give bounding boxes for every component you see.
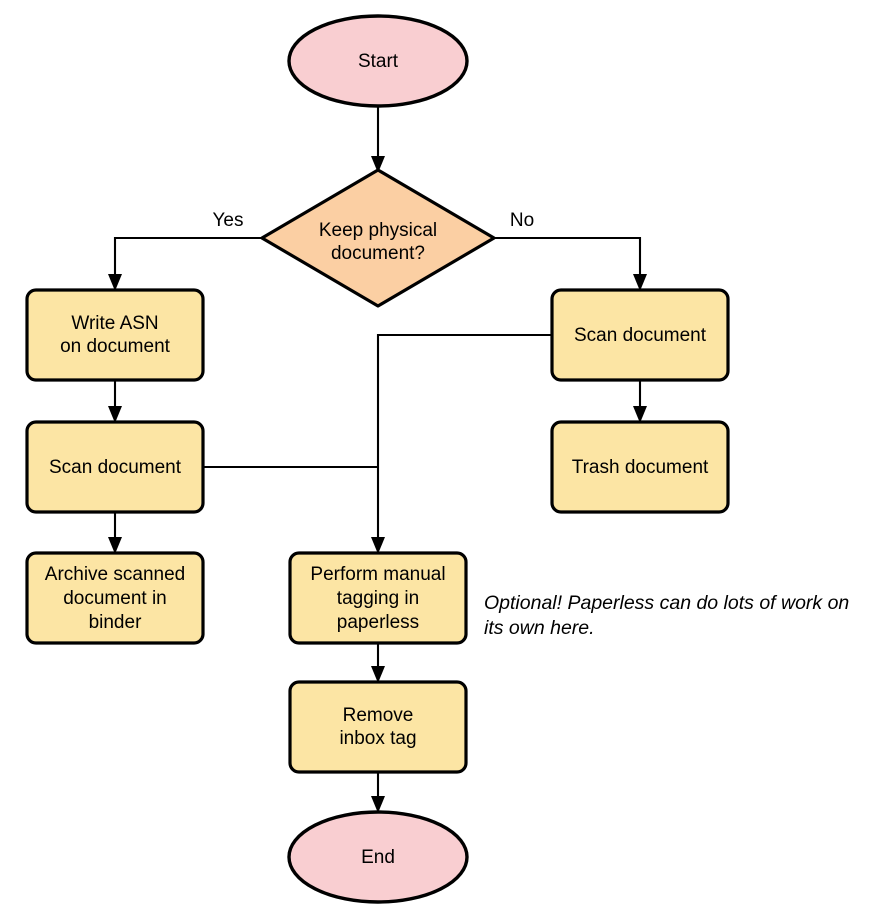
archive-label-line1: Archive scanned	[45, 564, 185, 585]
archive-label-line2: document in	[63, 588, 167, 609]
write-asn-label-line1: Write ASN	[71, 313, 158, 334]
start-label: Start	[358, 51, 399, 72]
edge-scan-right-to-trash	[633, 380, 647, 423]
edge-remove-to-end	[371, 772, 385, 813]
optional-note-line1: Optional! Paperless can do lots of work …	[484, 592, 849, 614]
edge-write-asn-to-scan-left	[108, 380, 122, 423]
trash-label: Trash document	[572, 457, 709, 478]
manual-tagging-label-line2: tagging in	[337, 588, 419, 609]
manual-tagging-box	[288, 551, 468, 645]
remove-inbox-label-line1: Remove	[343, 705, 414, 726]
node-end[interactable]: End	[287, 810, 469, 904]
decision-label-line1: Keep physical	[319, 220, 437, 241]
edge-scan-left-to-archive	[108, 512, 122, 554]
edge-decision-yes: Yes	[108, 210, 262, 291]
scan-left-box	[25, 420, 205, 514]
annotation-optional-note: Optional! Paperless can do lots of work …	[484, 592, 849, 639]
decision-diamond	[260, 168, 496, 308]
optional-note-line2: its own here.	[484, 617, 595, 639]
edge-start-to-decision	[371, 106, 385, 173]
archive-label-line3: binder	[89, 612, 142, 633]
archive-box	[25, 551, 205, 645]
scan-right-box	[550, 288, 730, 382]
scan-right-label: Scan document	[574, 325, 707, 346]
manual-tagging-label-line3: paperless	[337, 612, 419, 633]
edge-label-yes: Yes	[213, 210, 244, 231]
node-archive-scanned-document[interactable]: Archive scanned document in binder	[25, 551, 205, 645]
edge-label-no: No	[510, 210, 534, 231]
end-ellipse	[287, 810, 469, 904]
remove-inbox-box	[288, 680, 468, 774]
start-ellipse	[287, 14, 469, 108]
decision-label-line2: document?	[331, 243, 425, 264]
manual-tagging-label-line1: Perform manual	[310, 564, 445, 585]
node-trash-document[interactable]: Trash document	[550, 420, 730, 514]
scan-left-label: Scan document	[49, 457, 182, 478]
node-start[interactable]: Start	[287, 14, 469, 108]
remove-inbox-label-line2: inbox tag	[339, 728, 416, 749]
edge-scan-right-to-tagging	[371, 333, 552, 554]
node-scan-document-left[interactable]: Scan document	[25, 420, 205, 514]
trash-box	[550, 420, 730, 514]
node-write-asn-on-document[interactable]: Write ASN on document	[25, 288, 205, 382]
node-perform-manual-tagging[interactable]: Perform manual tagging in paperless	[288, 551, 468, 645]
edge-tagging-to-remove	[371, 643, 385, 683]
node-decision-keep-physical-document[interactable]: Keep physical document?	[260, 168, 496, 308]
end-label: End	[361, 847, 395, 868]
write-asn-box	[25, 288, 205, 382]
node-remove-inbox-tag[interactable]: Remove inbox tag	[288, 680, 468, 774]
edge-decision-no: No	[494, 210, 647, 291]
write-asn-label-line2: on document	[60, 336, 171, 357]
node-scan-document-right[interactable]: Scan document	[550, 288, 730, 382]
